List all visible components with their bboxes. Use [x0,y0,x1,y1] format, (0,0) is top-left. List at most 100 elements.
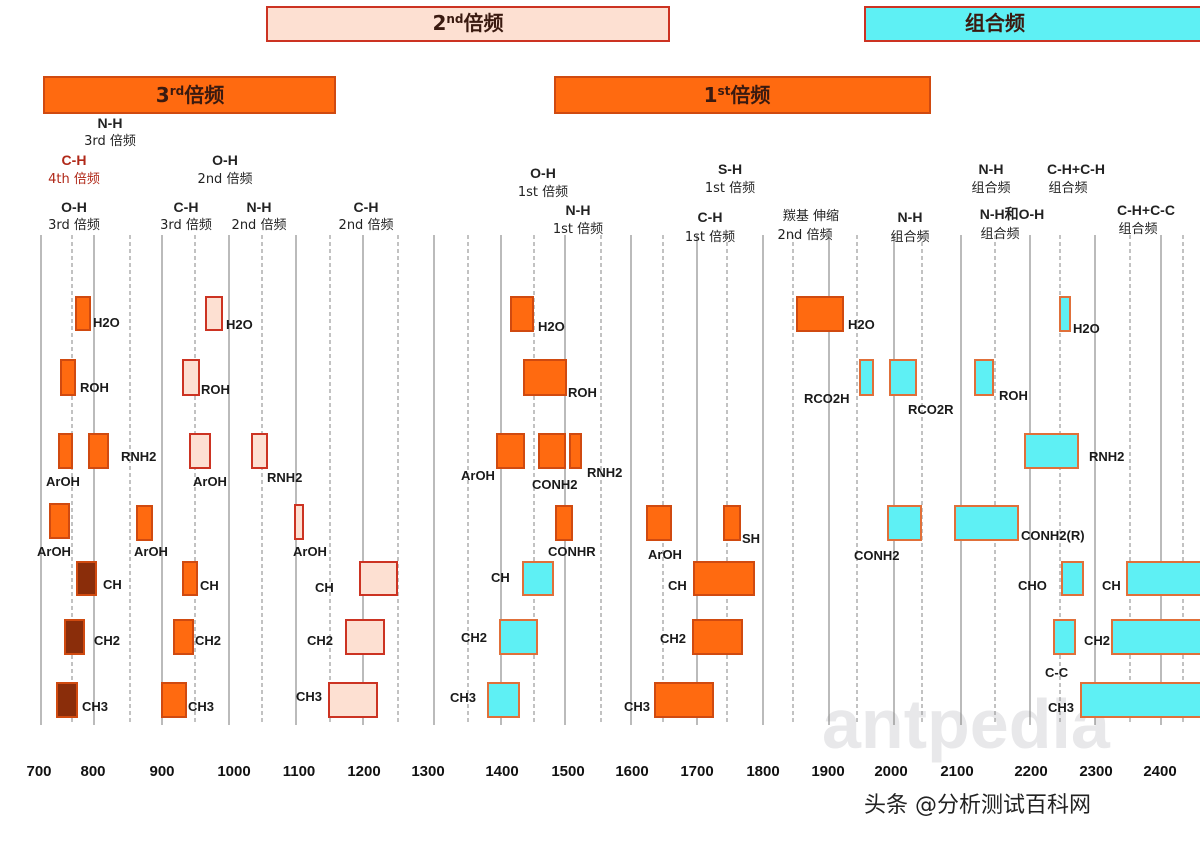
svg-text:CH3: CH3 [82,699,108,714]
svg-text:C-H: C-H [62,152,87,168]
svg-text:N-H: N-H [979,161,1004,177]
band-2nd: 2nd倍频 [266,6,670,42]
svg-text:ArOH: ArOH [134,544,168,559]
absorption-box [499,619,538,655]
absorption-box [49,503,70,539]
x-tick-900: 900 [149,763,174,780]
source-credit: 头条 @分析测试百科网 [864,793,1091,818]
absorption-box [555,505,573,541]
x-axis: 700 800 900 1000 1100 1200 1300 1400 150… [26,763,1176,780]
absorption-box [889,359,917,396]
absorption-box [56,682,78,718]
absorption-box [251,433,268,469]
absorption-box [173,619,194,655]
box-labels: H2O H2O H2O H2O H2O ROH ROH ROH RCO2H RC… [37,315,1124,715]
svg-text:CONH2: CONH2 [854,548,900,563]
svg-text:H2O: H2O [93,315,120,330]
absorption-box [205,296,223,331]
absorption-box [1061,561,1084,596]
x-tick-1200: 1200 [347,763,380,780]
svg-text:2nd 倍频: 2nd 倍频 [778,228,833,243]
x-tick-1800: 1800 [746,763,779,780]
absorption-box [1059,296,1071,332]
absorption-box [161,682,187,718]
svg-text:ArOH: ArOH [461,468,495,483]
svg-text:ArOH: ArOH [193,474,227,489]
svg-text:CH3: CH3 [296,689,322,704]
svg-text:C-H+C-H: C-H+C-H [1047,161,1105,177]
svg-text:CH2: CH2 [195,633,221,648]
x-tick-700: 700 [26,763,51,780]
x-tick-1600: 1600 [615,763,648,780]
svg-text:S-H: S-H [718,161,742,177]
svg-text:ROH: ROH [568,385,597,400]
absorption-box [64,619,85,655]
svg-text:3rd 倍频: 3rd 倍频 [48,218,100,233]
band-1st: 1st倍频 [554,76,931,114]
absorption-box [345,619,385,655]
absorption-box [954,505,1019,541]
svg-text:组合频: 组合频 [965,11,1025,35]
absorption-box [569,433,582,469]
absorption-box [58,433,73,469]
absorption-box [487,682,520,718]
svg-text:3rd 倍频: 3rd 倍频 [84,134,136,149]
x-tick-2400: 2400 [1143,763,1176,780]
svg-text:H2O: H2O [1073,321,1100,336]
absorption-box [646,505,672,541]
svg-text:CH3: CH3 [624,699,650,714]
svg-text:H2O: H2O [226,317,253,332]
svg-text:CH3: CH3 [1048,700,1074,715]
svg-text:O-H: O-H [61,199,87,215]
svg-text:组合频: 组合频 [971,181,1010,196]
svg-text:CH2: CH2 [307,633,333,648]
absorption-box [1024,433,1079,469]
svg-text:ArOH: ArOH [46,474,80,489]
absorption-boxes [49,296,1200,718]
absorption-box [182,359,200,396]
svg-text:CHO: CHO [1018,578,1047,593]
svg-text:1st倍频: 1st倍频 [704,83,771,107]
svg-text:C-H: C-H [698,209,723,225]
svg-text:CONH2(R): CONH2(R) [1021,528,1085,543]
absorption-box [693,561,755,596]
svg-text:H2O: H2O [538,319,565,334]
svg-text:CH2: CH2 [1084,633,1110,648]
absorption-box [1053,619,1076,655]
x-tick-800: 800 [80,763,105,780]
svg-text:CH2: CH2 [660,631,686,646]
x-tick-1900: 1900 [811,763,844,780]
absorption-box [538,433,566,469]
svg-text:CH2: CH2 [461,630,487,645]
svg-text:CH: CH [668,578,687,593]
svg-text:1st 倍频: 1st 倍频 [553,222,603,237]
svg-text:O-H: O-H [530,165,556,181]
svg-text:组合频: 组合频 [890,230,929,245]
svg-text:RNH2: RNH2 [267,470,302,485]
svg-text:CONHR: CONHR [548,544,596,559]
x-tick-1400: 1400 [485,763,518,780]
svg-text:CH2: CH2 [94,633,120,648]
svg-text:RCO2R: RCO2R [908,402,954,417]
svg-text:CH: CH [1102,578,1121,593]
svg-text:RNH2: RNH2 [121,449,156,464]
svg-text:组合频: 组合频 [1048,181,1087,196]
absorption-box [723,505,741,541]
svg-text:1st 倍频: 1st 倍频 [705,181,755,196]
svg-text:羰基 伸缩: 羰基 伸缩 [783,208,839,224]
svg-text:2nd 倍频: 2nd 倍频 [339,218,394,233]
svg-text:O-H: O-H [212,152,238,168]
svg-text:组合频: 组合频 [1118,222,1157,237]
svg-text:RCO2H: RCO2H [804,391,850,406]
svg-text:CONH2: CONH2 [532,477,578,492]
svg-text:N-H: N-H [98,115,123,131]
absorption-box [859,359,874,396]
svg-text:N-H和O-H: N-H和O-H [980,206,1045,222]
svg-text:ROH: ROH [999,388,1028,403]
absorption-box [328,682,378,718]
svg-text:N-H: N-H [898,209,923,225]
svg-text:CH3: CH3 [450,690,476,705]
x-tick-2300: 2300 [1079,763,1112,780]
x-tick-2200: 2200 [1014,763,1047,780]
